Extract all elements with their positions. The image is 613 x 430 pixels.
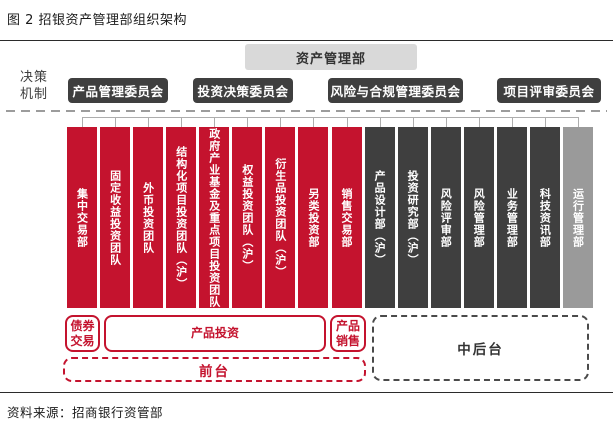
- department-bar: 科技资讯部: [529, 117, 560, 308]
- department-bar: 风险管理部: [463, 117, 494, 308]
- department-bar: 投资研究部（沪）: [397, 117, 428, 308]
- decision-mechanism-label: 决策机制: [20, 70, 49, 102]
- department-bar-label: 另类投资部: [306, 187, 320, 248]
- zone-front-office: 前台: [63, 357, 366, 382]
- department-bar-label: 衍生品投资团队（沪）: [273, 157, 287, 278]
- department-bar: 销售交易部: [331, 117, 362, 308]
- department-bar-label: 外币投资团队: [141, 181, 155, 254]
- department-bar-label: 科技资讯部: [538, 187, 552, 248]
- department-bar-label: 业务管理部: [505, 187, 519, 248]
- group-product-sales: 产品销售: [330, 315, 366, 352]
- department-bar: 另类投资部: [298, 117, 329, 308]
- department-bar: 业务管理部: [496, 117, 527, 308]
- department-bar-label: 产品设计部（沪）: [373, 169, 387, 266]
- committee-investment-decision: 投资决策委员会: [193, 78, 293, 103]
- zone-middle-back-office: 中后台: [372, 315, 589, 381]
- department-bar-label: 投资研究部（沪）: [406, 169, 420, 266]
- department-bar: 外币投资团队: [133, 117, 164, 308]
- bottom-divider: [0, 392, 613, 393]
- dashed-separator: [6, 110, 607, 112]
- figure-title: 图 2 招银资产管理部组织架构: [7, 13, 188, 28]
- department-bar: 衍生品投资团队（沪）: [265, 117, 296, 308]
- department-bar-label: 集中交易部: [75, 187, 89, 248]
- department-bar: 固定收益投资团队: [100, 117, 131, 308]
- department-bar: 权益投资团队（沪）: [232, 117, 263, 308]
- department-bar: 结构化项目投资团队（沪）: [166, 117, 197, 308]
- department-bar: 风险评审部: [430, 117, 461, 308]
- top-divider: [0, 40, 613, 41]
- department-bar: 运行管理部: [562, 117, 593, 308]
- root-department-box: 资产管理部: [245, 44, 417, 70]
- connector-bracket: [82, 117, 578, 118]
- source-note: 资料来源：招商银行资管部: [7, 405, 164, 420]
- department-bars: 集中交易部 固定收益投资团队 外币投资团队 结构化项目投资团队（沪） 政府产业基金及重点…: [67, 117, 593, 308]
- department-bar-label: 运行管理部: [571, 187, 585, 248]
- group-product-investment: 产品投资: [104, 315, 326, 352]
- committee-product-management: 产品管理委员会: [68, 78, 168, 103]
- department-bar-label: 固定收益投资团队: [108, 169, 122, 266]
- department-bar-label: 风险管理部: [472, 187, 486, 248]
- group-bond-trading: 债券交易: [65, 315, 100, 352]
- department-bar: 政府产业基金及重点项目投资团队: [199, 117, 230, 308]
- department-bar-label: 政府产业基金及重点项目投资团队: [207, 127, 221, 308]
- department-bar-label: 销售交易部: [340, 187, 353, 248]
- department-bar-label: 结构化项目投资团队（沪）: [174, 145, 188, 290]
- department-bar: 集中交易部: [67, 117, 97, 308]
- committee-project-review: 项目评审委员会: [497, 78, 601, 103]
- department-bar: 产品设计部（沪）: [364, 117, 395, 308]
- department-bar-label: 风险评审部: [439, 187, 453, 248]
- committee-risk-compliance: 风险与合规管理委员会: [328, 78, 463, 103]
- department-bar-label: 权益投资团队（沪）: [240, 163, 254, 272]
